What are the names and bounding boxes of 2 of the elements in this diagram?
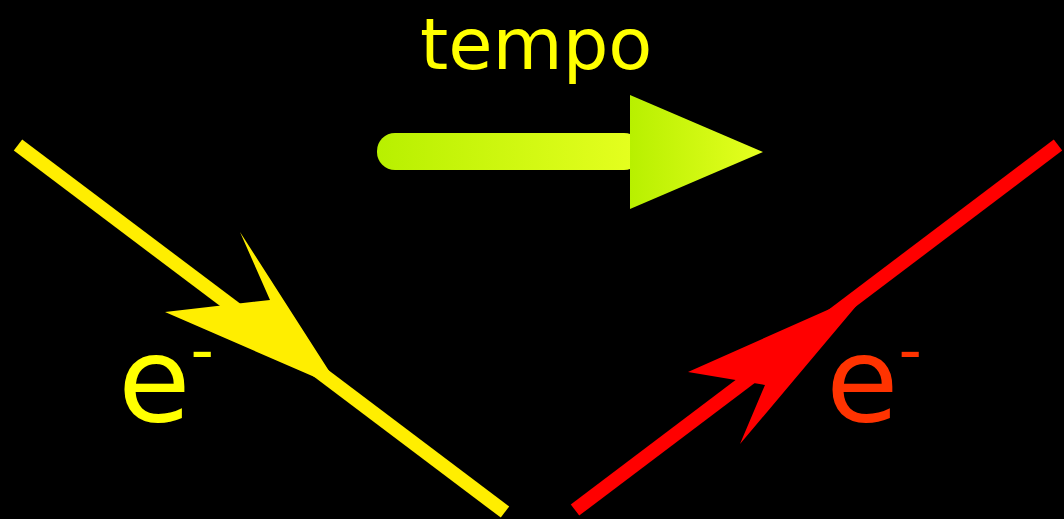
particle-label: e$^{-}$ bbox=[118, 318, 215, 439]
particle-label: e$^{-}$ bbox=[826, 318, 923, 439]
